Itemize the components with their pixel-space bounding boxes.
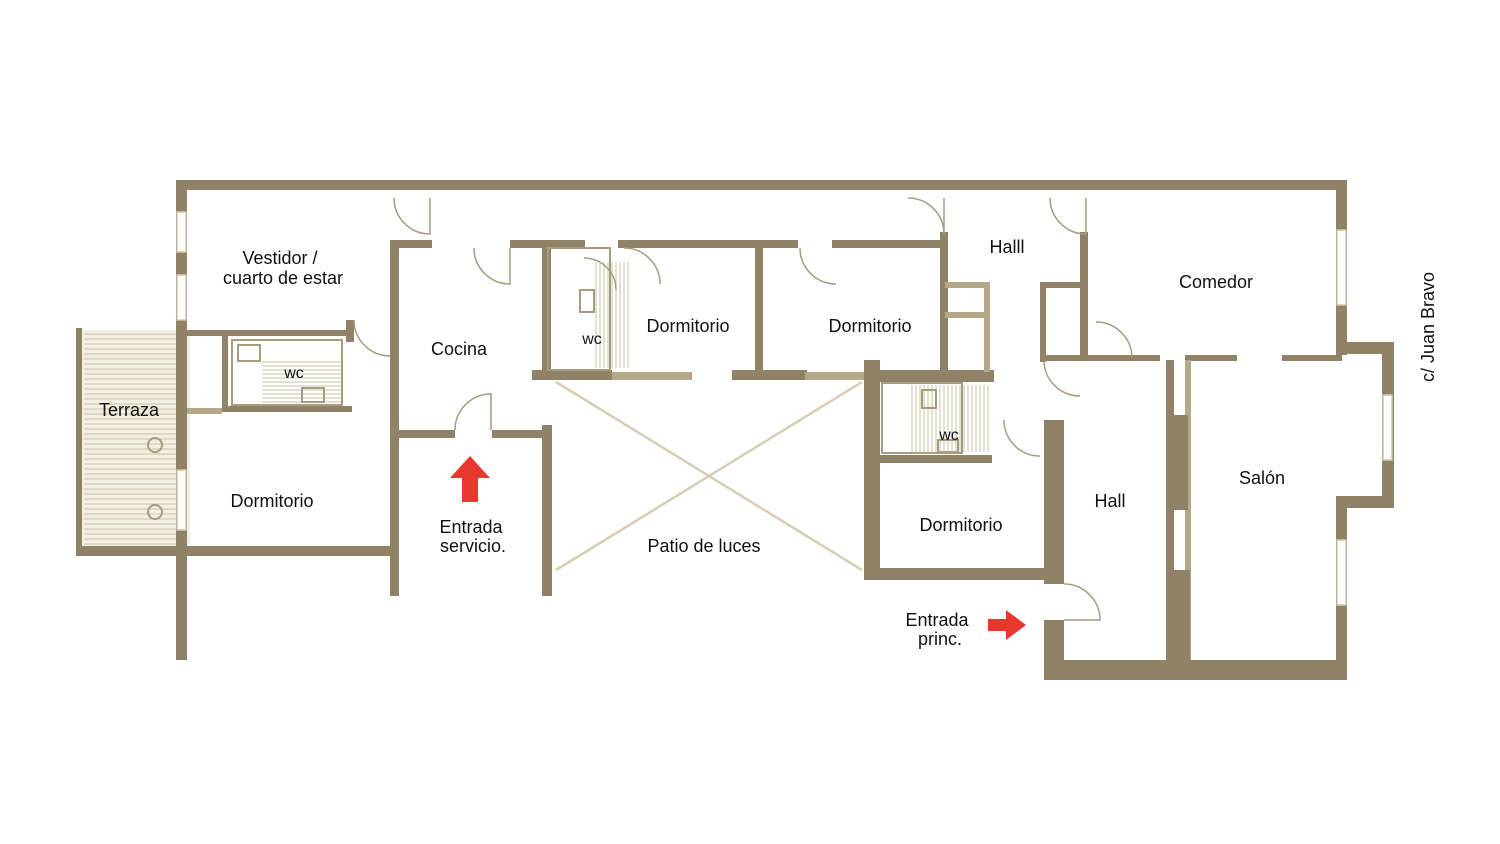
label-comedor: Comedor <box>1179 272 1253 292</box>
terrace-area <box>76 328 396 556</box>
label-dormitorio-4: Dormitorio <box>919 515 1002 535</box>
label-street: c/ Juan Bravo <box>1418 272 1438 382</box>
label-halll: Halll <box>989 237 1024 257</box>
bathroom-floors <box>231 247 989 454</box>
label-entrada-servicio-line2: servicio. <box>440 536 506 556</box>
label-wc-3: wc <box>938 427 959 444</box>
label-patio: Patio de luces <box>647 536 760 556</box>
entrances: Entrada servicio. Entrada princ. <box>439 456 1026 649</box>
label-terraza: Terraza <box>99 400 160 420</box>
arrow-up-icon <box>450 456 490 502</box>
interior-walls <box>187 232 1342 660</box>
label-vestidor-line1: Vestidor / <box>242 248 317 268</box>
light-well <box>555 380 863 572</box>
label-dormitorio-3: Dormitorio <box>828 316 911 336</box>
label-entrada-princ-line1: Entrada <box>905 610 969 630</box>
windows <box>176 211 1393 606</box>
room-labels: Vestidor / cuarto de estar wc Terraza Do… <box>99 237 1285 556</box>
doors <box>353 197 1133 621</box>
label-entrada-servicio-line1: Entrada <box>439 517 503 537</box>
label-wc-2: wc <box>581 331 602 348</box>
label-hall: Hall <box>1094 491 1125 511</box>
arrow-right-icon <box>988 610 1026 640</box>
label-salon: Salón <box>1239 468 1285 488</box>
label-vestidor-line2: cuarto de estar <box>223 268 343 288</box>
label-entrada-princ-line2: princ. <box>918 629 962 649</box>
label-dormitorio-2: Dormitorio <box>646 316 729 336</box>
label-cocina: Cocina <box>431 339 488 359</box>
label-dormitorio-1: Dormitorio <box>230 491 313 511</box>
label-wc-1: wc <box>283 365 304 382</box>
